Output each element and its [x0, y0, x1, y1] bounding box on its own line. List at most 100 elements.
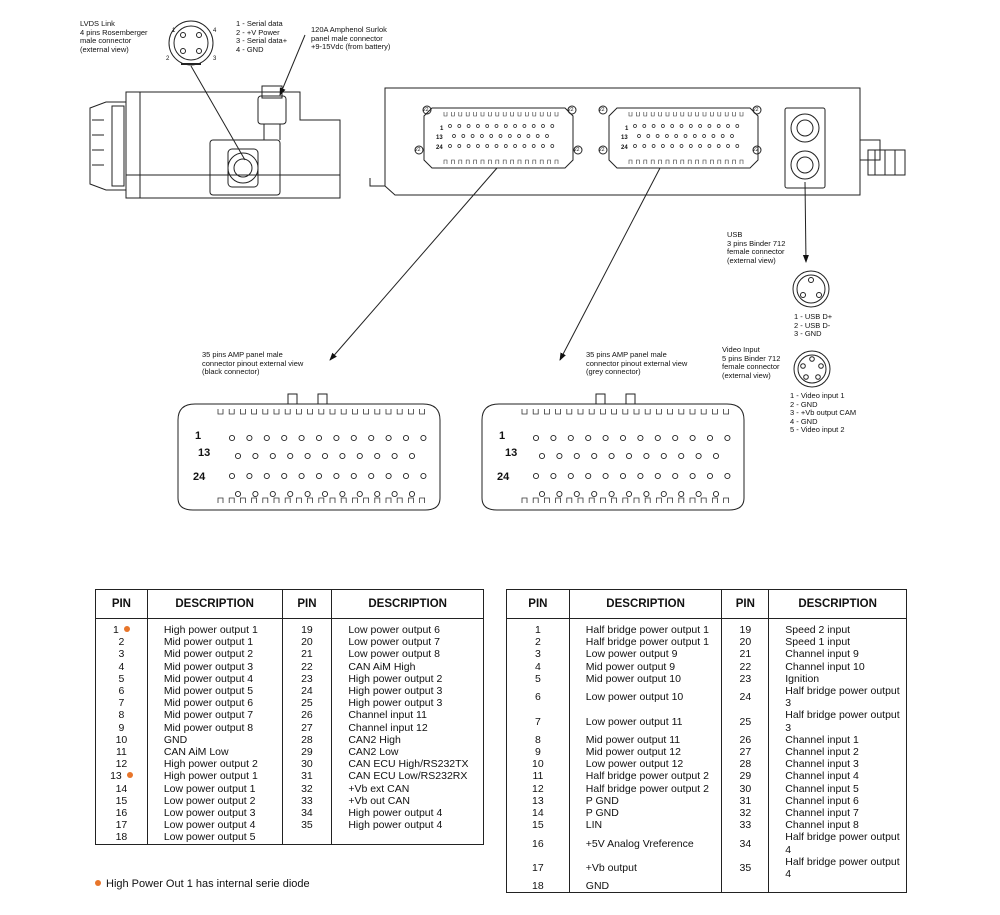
latch-tooth — [385, 409, 392, 415]
row-number: 13 — [436, 135, 443, 141]
latch-tooth — [510, 112, 514, 117]
pin-contact — [287, 490, 294, 498]
pin-number: 31 — [721, 794, 769, 808]
pin-contact — [246, 472, 253, 480]
latch-tooth — [702, 159, 707, 164]
latch-tooth — [724, 159, 729, 164]
latch-tooth — [656, 409, 662, 415]
pin-contact — [720, 134, 725, 138]
latch-tooth — [458, 112, 463, 117]
pin-description: Mid power output 4 — [146, 672, 282, 686]
latch-tooth — [539, 159, 544, 164]
pin-contact — [391, 490, 398, 498]
pin-contact — [339, 490, 346, 498]
latch-tooth — [628, 159, 633, 164]
pin-contact — [531, 144, 536, 148]
pin-number: 22 — [281, 660, 332, 673]
pin-number: 8 — [118, 709, 125, 722]
pin-description: High power output 1 — [146, 618, 282, 637]
pin-number: 28 — [281, 733, 332, 747]
pin-contact — [457, 124, 462, 128]
pin-number: 34 — [721, 831, 769, 856]
latch-tooth — [532, 159, 537, 164]
latch-tooth — [739, 159, 744, 164]
pin-contact — [356, 452, 363, 460]
pin-contact — [665, 134, 669, 138]
latch-tooth — [633, 409, 640, 415]
hardware-diagram — [89, 20, 906, 511]
latch-tooth — [643, 112, 648, 117]
latch-tooth — [732, 159, 736, 164]
pin-contact — [461, 134, 466, 138]
pin-contact — [470, 134, 475, 138]
pin-number: 6 — [118, 685, 125, 698]
latch-tooth — [673, 112, 677, 117]
latch-tooth — [228, 409, 235, 415]
pin-contact — [672, 472, 679, 480]
pin-contact — [556, 452, 563, 460]
pin-number: 33 — [721, 819, 769, 832]
latch-tooth — [443, 112, 448, 117]
latch-tooth — [396, 409, 403, 415]
latch-tooth — [408, 497, 414, 503]
pin-number: 3 — [534, 648, 541, 661]
pin-contact — [513, 124, 517, 128]
latch-tooth — [547, 112, 551, 117]
latch-tooth — [658, 112, 662, 117]
pin-contact — [550, 144, 555, 148]
pin-contact — [541, 144, 545, 148]
pin-contact — [573, 490, 580, 498]
pin-contact — [679, 124, 684, 128]
pin-description: High power output 1 — [146, 770, 282, 783]
latch-tooth — [712, 497, 718, 503]
pin-description: P GND — [568, 794, 722, 808]
pin-description: High power output 3 — [331, 685, 484, 698]
pin-contact — [263, 434, 270, 442]
latch-tooth — [665, 112, 670, 117]
pin-contact — [706, 434, 714, 442]
latch-tooth — [385, 497, 392, 503]
pin-description: Low power output 10 — [568, 685, 722, 710]
pin-contact — [688, 124, 693, 128]
pin-description: +Vb ext CAN — [331, 782, 484, 795]
pin-description: Channel input 12 — [331, 721, 484, 734]
latch-tooth — [352, 497, 358, 503]
latch-tooth — [217, 497, 224, 503]
pin-description: Low power output 11 — [568, 709, 722, 734]
pin-contact — [556, 490, 563, 498]
pin-contact — [661, 124, 665, 128]
pin-contact — [567, 472, 574, 480]
pin-contact — [585, 472, 592, 480]
pin-contact — [726, 124, 730, 128]
pin-number: 26 — [721, 733, 769, 747]
latch-tooth — [680, 159, 685, 164]
latch-tooth — [547, 159, 551, 164]
pin-contact — [535, 134, 540, 138]
latch-tooth — [480, 159, 485, 164]
pin-description: Channel input 3 — [768, 758, 907, 771]
latch-tooth — [724, 112, 729, 117]
mounting-hole-number: 22 — [568, 107, 574, 113]
latch-tooth — [628, 112, 633, 117]
latch-tooth — [622, 497, 629, 503]
pin-contact — [642, 144, 647, 148]
pin-description: Low power output 9 — [568, 648, 722, 661]
pin-description: Low power output 6 — [331, 618, 484, 637]
pin-number: 8 — [534, 733, 541, 746]
latch-tooth — [732, 112, 736, 117]
pin-contact — [498, 134, 503, 138]
latch-tooth — [307, 409, 313, 415]
power-connector-label: 120A Amphenol Surlok panel male connecto… — [311, 25, 391, 52]
pin-contact — [333, 434, 340, 442]
latch-tooth — [495, 159, 500, 164]
row-number: 24 — [436, 145, 443, 151]
latch-tooth — [678, 497, 685, 503]
latch-tooth — [588, 497, 595, 503]
pin-description: Mid power output 12 — [568, 746, 722, 759]
